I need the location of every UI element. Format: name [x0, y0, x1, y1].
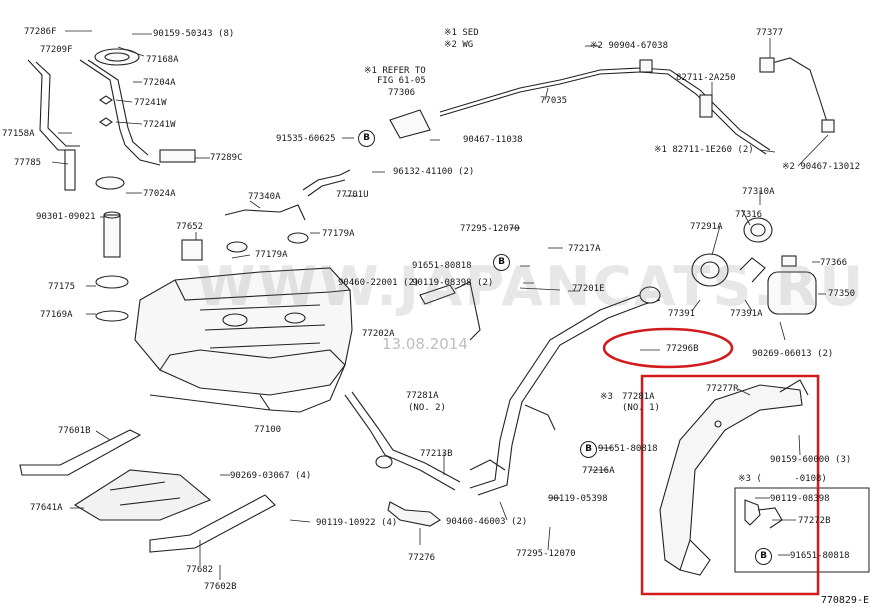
part-label[interactable]: 77391 [668, 309, 696, 319]
watermark: WWW.JAPANCATS.RU [196, 255, 866, 318]
part-label[interactable]: 82711-2A250 [676, 73, 736, 83]
part-label[interactable]: 77296B [666, 344, 699, 354]
part-label[interactable]: 90159-60000 (3) [770, 455, 852, 465]
watermark-date: 13.08.2014 [382, 335, 468, 353]
part-label[interactable]: 77158A [2, 129, 35, 139]
inset-box [734, 487, 870, 573]
part-label[interactable]: 77601B [58, 426, 91, 436]
part-label[interactable]: 91651-80818 [790, 551, 850, 561]
part-label[interactable]: 77277R [706, 384, 739, 394]
part-label[interactable]: 77276 [408, 553, 436, 563]
part-label[interactable]: 77682 [186, 565, 214, 575]
part-label[interactable]: 90301-09021 [36, 212, 96, 222]
protector-drawing [659, 379, 809, 576]
part-label[interactable]: 77281A [622, 392, 655, 402]
part-label[interactable]: 90119-05398 [548, 494, 608, 504]
part-label[interactable]: 77216A [582, 466, 615, 476]
part-label[interactable]: 91535-60625 [276, 134, 336, 144]
circle-b-marker: B [580, 441, 597, 458]
part-label[interactable]: 77366 [820, 258, 848, 268]
part-label[interactable]: 77272B [798, 516, 831, 526]
part-label[interactable]: ※2 90904-67038 [590, 41, 668, 51]
part-label[interactable]: 90269-03067 (4) [230, 471, 312, 481]
highlight-rect [640, 374, 820, 596]
part-label[interactable]: 77202A [362, 329, 395, 339]
filler-pipe-drawing [419, 281, 661, 496]
part-label[interactable]: 77024A [143, 189, 176, 199]
part-label[interactable]: ※2 90467-13012 [782, 162, 860, 172]
part-label[interactable]: 90119-10922 (4) [316, 518, 398, 528]
part-label[interactable]: 77241W [143, 120, 176, 130]
part-label[interactable]: 77179A [322, 229, 355, 239]
part-label[interactable]: 77100 [254, 425, 282, 435]
part-label[interactable]: 77391A [730, 309, 763, 319]
part-label[interactable]: 77295-12070 [460, 224, 520, 234]
note-no1: (NO. 1) [622, 403, 660, 413]
tank-straps-drawing [19, 429, 276, 553]
part-label[interactable]: 77175 [48, 282, 76, 292]
part-label[interactable]: 77209F [40, 45, 73, 55]
part-label[interactable]: 77168A [146, 55, 179, 65]
part-label[interactable]: 77310A [742, 187, 775, 197]
part-label[interactable]: 90119-08398 (2) [412, 278, 494, 288]
part-label[interactable]: 77295-12070 [516, 549, 576, 559]
part-label[interactable]: 77281A [406, 391, 439, 401]
part-label[interactable]: 77785 [14, 158, 42, 168]
highlight-ellipse [602, 327, 734, 369]
part-label[interactable]: 90159-50343 (8) [153, 29, 235, 39]
fuel-tank-drawing [134, 267, 353, 413]
part-label[interactable]: 77316 [735, 210, 763, 220]
part-label[interactable]: 77340A [248, 192, 281, 202]
part-label[interactable]: 90460-46003 (2) [446, 517, 528, 527]
part-label[interactable]: 77350 [828, 289, 856, 299]
part-label[interactable]: 77201E [572, 284, 605, 294]
part-label[interactable]: 77204A [143, 78, 176, 88]
sender-assembly-drawing [27, 48, 203, 322]
part-label[interactable]: 77306 [388, 88, 416, 98]
part-label[interactable]: 77377 [756, 28, 784, 38]
part-label[interactable]: 77213B [420, 449, 453, 459]
breather-tube-drawing [389, 57, 835, 155]
part-label[interactable]: 90467-11038 [463, 135, 523, 145]
part-label[interactable]: 77286F [24, 27, 57, 37]
part-label[interactable]: 77217A [568, 244, 601, 254]
fuel-inlet-drawing [691, 217, 817, 315]
circle-b-marker: B [755, 548, 772, 565]
part-label[interactable]: 96132-41100 (2) [393, 167, 475, 177]
note-no2: (NO. 2) [408, 403, 446, 413]
note-wg: ※2 WG [444, 40, 474, 50]
part-label[interactable]: 77289C [210, 153, 243, 163]
part-label[interactable]: 90269-06013 (2) [752, 349, 834, 359]
part-label[interactable]: 77701U [336, 190, 369, 200]
circle-b-marker: B [493, 254, 510, 271]
part-label[interactable]: 91651-80818 [412, 261, 472, 271]
part-label[interactable]: 77291A [690, 222, 723, 232]
part-label[interactable]: 77169A [40, 310, 73, 320]
part-label[interactable]: 77035 [540, 96, 568, 106]
figure-code: 770829-E [820, 595, 869, 606]
leader-lines [51, 30, 829, 580]
vent-tube-drawing [224, 169, 351, 253]
note-range: ※3 ( -0108) [738, 474, 827, 484]
note-refer: ※1 REFER TO [364, 66, 426, 76]
part-label[interactable]: ※1 82711-1E260 (2) [654, 145, 754, 155]
part-label[interactable]: 90460-22001 (2) [338, 278, 420, 288]
part-label[interactable]: 77652 [176, 222, 204, 232]
lower-hoses-drawing [344, 391, 461, 527]
part-label[interactable]: 77241W [134, 98, 167, 108]
part-label[interactable]: 90119-08398 [770, 494, 830, 504]
part-label[interactable]: 77179A [255, 250, 288, 260]
part-label[interactable]: 77641A [30, 503, 63, 513]
part-label[interactable]: 91651-80818 [598, 444, 658, 454]
note-fig: FIG 61-05 [377, 76, 426, 86]
note-sed: ※1 SED [444, 28, 479, 38]
note-star3: ※3 [600, 392, 613, 402]
part-label[interactable]: 77602B [204, 582, 237, 592]
circle-b-marker: B [358, 130, 375, 147]
